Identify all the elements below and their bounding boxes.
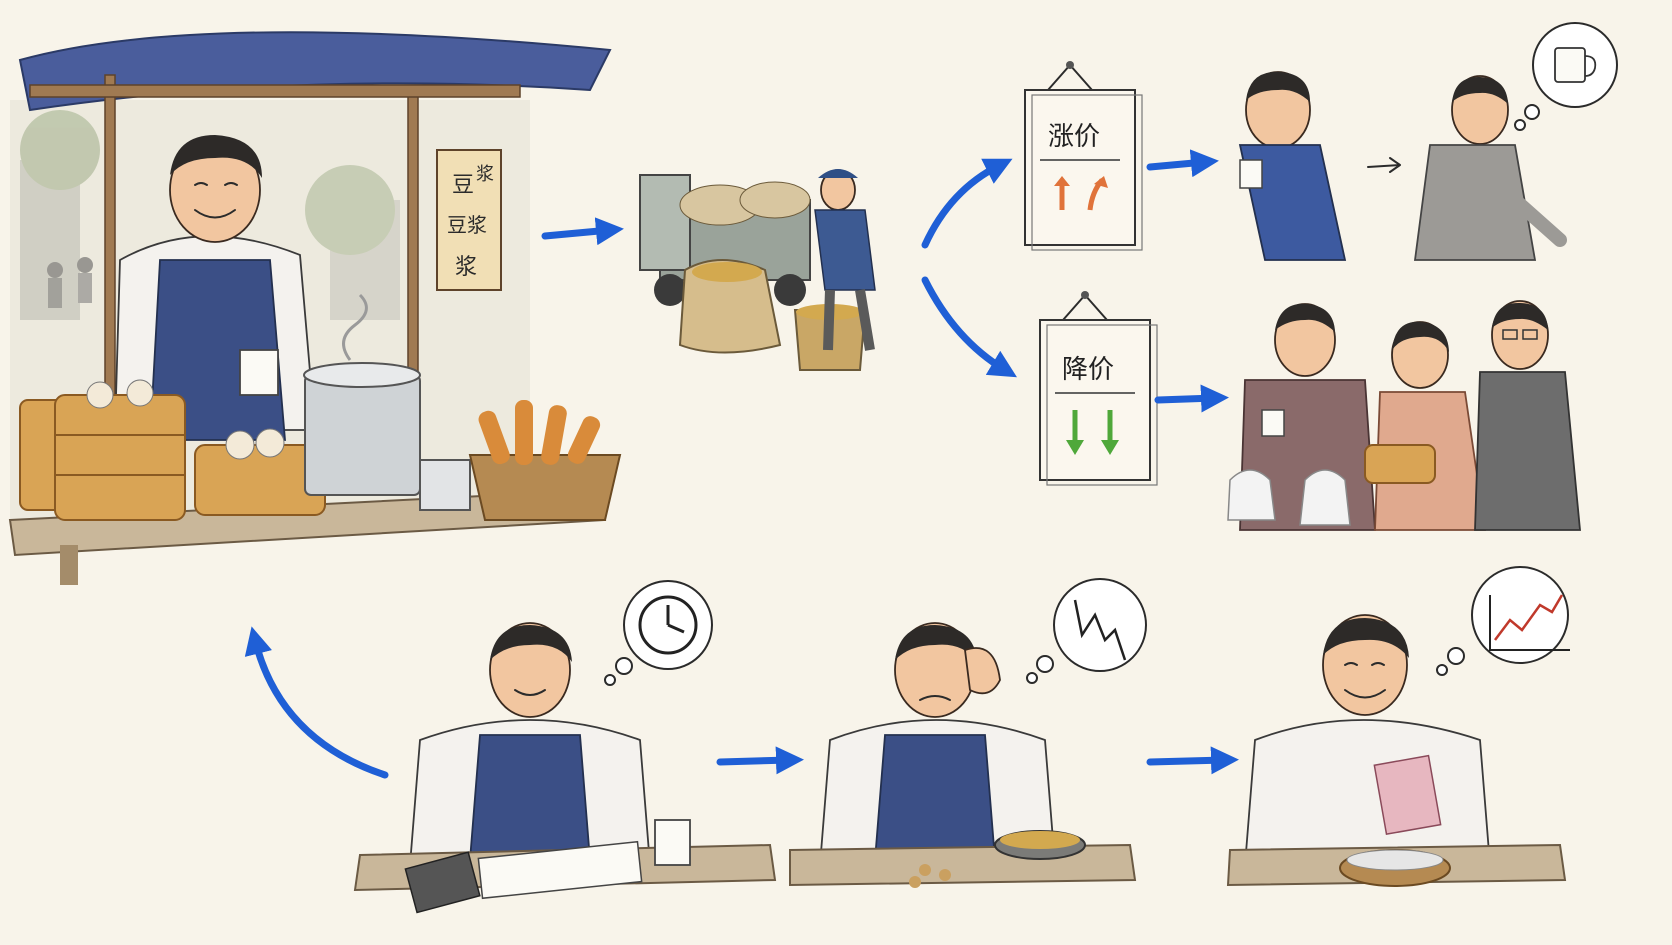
- stall-sign: 豆 浆 豆浆 浆: [436, 149, 502, 291]
- street-background: [20, 110, 400, 320]
- crowd-of-customers: [1227, 300, 1581, 531]
- sign-char-4: 浆: [455, 255, 477, 280]
- sign-char-2: 浆: [476, 164, 494, 185]
- clock-icon: [638, 595, 698, 655]
- falling-chart-icon: [1073, 599, 1127, 661]
- price-down-card: 降价: [1039, 291, 1158, 486]
- small-arrow: [1367, 157, 1401, 173]
- customer-leaving: [1413, 22, 1618, 261]
- price-down-label: 降价: [1062, 355, 1114, 385]
- flow-arrow-to-price-up: [921, 158, 1013, 249]
- vendor-serving: [114, 135, 316, 441]
- vendor-counting-money: [1226, 566, 1570, 887]
- rising-chart-icon: [1494, 594, 1564, 641]
- breakfast-stall-scene: 豆 浆 豆浆 浆: [8, 31, 622, 585]
- calculator-icon: [404, 851, 481, 914]
- flow-arrow-to-single-customer: [1146, 149, 1219, 178]
- flow-arrow-back-to-stall: [244, 626, 389, 779]
- customer-with-cup: [1238, 71, 1347, 261]
- sign-char-3: 豆浆: [447, 213, 487, 237]
- flow-arrow-to-supply: [541, 217, 624, 246]
- vendor-worried: [789, 578, 1147, 888]
- flow-arrow-to-crowd: [1154, 384, 1229, 413]
- price-up-label: 涨价: [1048, 122, 1100, 152]
- sign-char-1: 豆: [452, 173, 474, 198]
- flow-arrow-to-price-down: [921, 276, 1018, 378]
- youtiao-basket: [468, 400, 622, 521]
- soybean-supply-scene: [639, 169, 876, 371]
- price-up-card: 涨价: [1024, 61, 1143, 251]
- cup-icon: [1554, 47, 1597, 83]
- flow-arrow-calc-to-worry: [716, 746, 804, 775]
- bamboo-steamers: [19, 379, 326, 521]
- soy-milk-pot: [303, 293, 471, 511]
- flow-arrow-worry-to-profit: [1146, 746, 1239, 775]
- vendor-calculating: [353, 580, 777, 914]
